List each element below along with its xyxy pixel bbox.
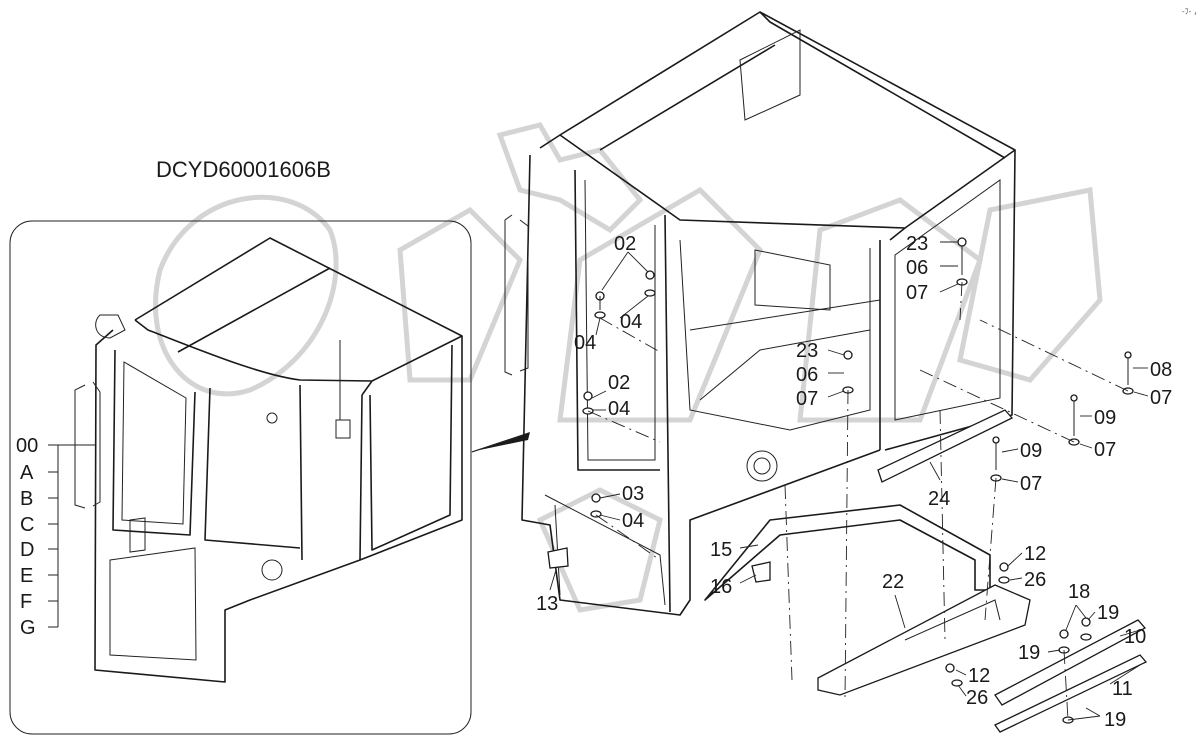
inset-label-b: B: [20, 488, 33, 510]
part-16-block: [751, 561, 771, 583]
view-arrow: [470, 432, 530, 452]
callout-06: 06: [796, 364, 818, 386]
callout-23: 23: [796, 340, 818, 362]
callout-26: 26: [1024, 569, 1046, 591]
callout-04: 04: [574, 332, 596, 354]
fasteners: [582, 237, 1134, 724]
inset-label-c: C: [20, 514, 34, 536]
inset-label-g: G: [20, 617, 36, 639]
callout-07: 07: [1150, 387, 1172, 409]
inset-label-00: 00: [16, 435, 38, 457]
inset-label-d: D: [20, 539, 34, 561]
callout-19: 19: [1018, 642, 1040, 664]
callout-07: 07: [1094, 439, 1116, 461]
callout-07: 07: [906, 282, 928, 304]
callout-11: 11: [1112, 678, 1133, 700]
main-cab-drawing: [504, 11, 1016, 616]
callout-04: 04: [620, 311, 642, 333]
callout-22: 22: [882, 571, 904, 593]
callout-09: 09: [1094, 407, 1116, 429]
callout-02: 02: [608, 372, 630, 394]
callout-10: 10: [1124, 626, 1146, 648]
callout-19: 19: [1104, 709, 1126, 731]
inset-label-a: A: [20, 462, 34, 484]
callout-12: 12: [968, 665, 990, 687]
callout-18: 18: [1068, 581, 1090, 603]
callout-19: 19: [1097, 602, 1119, 624]
corner-mark: -ﾌ- ，: [1182, 7, 1200, 16]
inset-cab-drawing: [74, 237, 463, 683]
callout-03: 03: [622, 483, 644, 505]
inset-label-f: F: [20, 591, 32, 613]
drawing-code: DCYD60001606B: [156, 157, 331, 182]
watermark: [153, 122, 1103, 613]
part-22-detail: [904, 599, 1001, 641]
part-15-channel: [704, 504, 991, 601]
view-arrow-line: [471, 435, 521, 453]
centre-lines: [587, 281, 1129, 721]
leader-lines: [549, 241, 1149, 721]
callout-12: 12: [1024, 543, 1046, 565]
callout-08: 08: [1150, 359, 1172, 381]
part-24-seal: [877, 409, 1014, 483]
part-11-strip: [994, 654, 1148, 733]
inset-frame: [9, 220, 472, 735]
part-10-strip: [994, 619, 1147, 706]
callout-13: 13: [536, 593, 558, 615]
callout-04: 04: [622, 510, 644, 532]
callout-23: 23: [906, 233, 928, 255]
part-13-block: [547, 547, 569, 569]
callout-24: 24: [928, 488, 950, 510]
callout-07: 07: [796, 388, 818, 410]
part-22-plate: [817, 584, 1031, 696]
callout-15: 15: [710, 539, 732, 561]
callout-02: 02: [614, 233, 636, 255]
callout-09: 09: [1020, 440, 1042, 462]
callout-26: 26: [966, 687, 988, 709]
callout-04: 04: [608, 398, 630, 420]
callout-07: 07: [1020, 473, 1042, 495]
callout-16: 16: [710, 576, 732, 598]
inset-label-ticks: [48, 471, 58, 628]
inset-label-e: E: [20, 565, 33, 587]
callout-06: 06: [906, 257, 928, 279]
